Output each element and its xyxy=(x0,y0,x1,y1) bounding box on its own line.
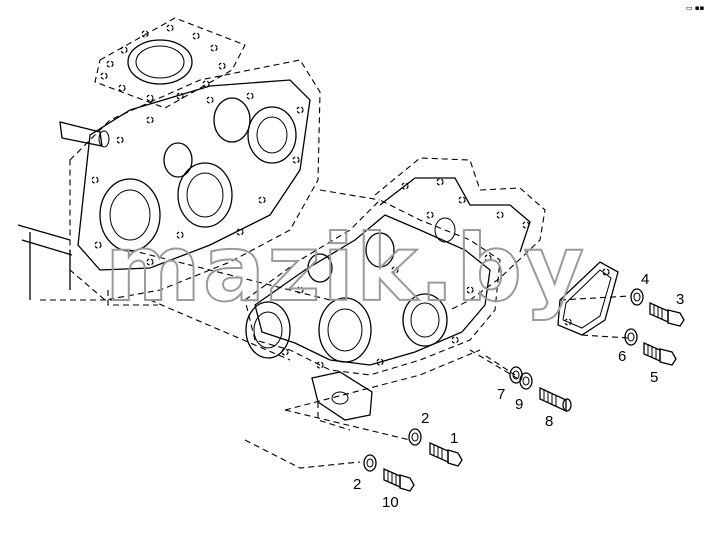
callout-5: 5 xyxy=(650,369,658,386)
washer-4 xyxy=(630,288,644,306)
washer-9 xyxy=(519,372,533,390)
bolt-1 xyxy=(429,441,463,467)
callout-9: 9 xyxy=(515,396,523,413)
corner-mark: ▭ ▪▪ xyxy=(686,4,705,12)
assembly-lines xyxy=(129,189,631,469)
watermark: mazik.by xyxy=(105,215,586,322)
bolt-10 xyxy=(383,468,415,492)
callout-2-upper: 2 xyxy=(421,410,429,427)
callout-3: 3 xyxy=(676,291,684,308)
rear-housing xyxy=(17,17,321,306)
cover-plate xyxy=(557,261,619,336)
callout-1: 1 xyxy=(450,430,458,447)
callout-7: 7 xyxy=(497,386,505,403)
washer-2-upper xyxy=(408,428,422,446)
callout-8: 8 xyxy=(545,413,553,430)
washer-2-lower xyxy=(363,454,377,472)
callout-6: 6 xyxy=(618,348,626,365)
bolt-3 xyxy=(649,301,685,327)
stud-8 xyxy=(539,386,572,413)
callout-2-lower: 2 xyxy=(353,476,361,493)
callout-4: 4 xyxy=(641,271,649,288)
front-cover xyxy=(244,157,546,431)
bolt-5 xyxy=(643,342,677,366)
callout-10: 10 xyxy=(382,494,399,511)
washer-6 xyxy=(624,328,638,346)
